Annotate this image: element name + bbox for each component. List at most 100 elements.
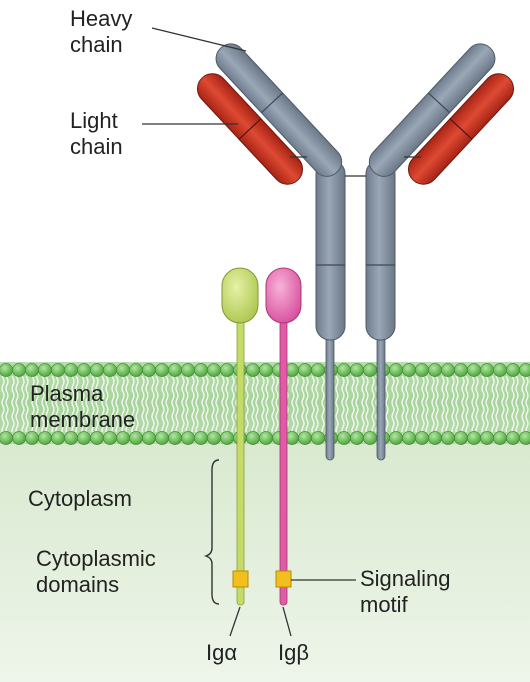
phospholipid-head xyxy=(129,363,143,377)
phospholipid-head xyxy=(129,431,143,445)
phospholipid-head xyxy=(467,363,481,377)
light-chain-left xyxy=(196,73,304,185)
ig-alpha-label: Igα xyxy=(206,640,238,665)
heavy-chain-arm-left xyxy=(215,43,343,177)
phospholipid-head xyxy=(506,431,520,445)
phospholipid-head xyxy=(181,363,195,377)
phospholipid-head xyxy=(311,363,325,377)
phospholipid-head xyxy=(103,363,117,377)
phospholipid-head xyxy=(194,431,208,445)
phospholipid-head xyxy=(220,363,234,377)
membrane-inner-heads xyxy=(0,431,530,445)
cytoplasmic-domains-bracket xyxy=(203,459,220,605)
phospholipid-head xyxy=(467,431,481,445)
phospholipid-head xyxy=(77,363,91,377)
phospholipid-head xyxy=(506,363,520,377)
phospholipid-head xyxy=(207,431,221,445)
phospholipid-head xyxy=(441,363,455,377)
ig-beta-signaling-motif xyxy=(275,570,292,588)
phospholipid-head xyxy=(363,431,377,445)
phospholipid-head xyxy=(12,431,26,445)
phospholipid-head xyxy=(480,431,494,445)
phospholipid-head xyxy=(64,363,78,377)
phospholipid-head xyxy=(155,431,169,445)
phospholipid-head xyxy=(51,431,65,445)
phospholipid-head xyxy=(298,363,312,377)
heavy-chain-arm-right xyxy=(368,43,496,177)
ig-beta-chain xyxy=(265,267,302,606)
phospholipid-head xyxy=(12,363,26,377)
membrane-outer-heads xyxy=(0,363,530,377)
phospholipid-head xyxy=(25,431,39,445)
heavy-chain-transmembrane-right xyxy=(376,329,386,461)
ig-alpha-chain xyxy=(221,267,259,606)
phospholipid-head xyxy=(116,363,130,377)
phospholipid-head xyxy=(454,363,468,377)
cytoplasm-region xyxy=(0,440,530,682)
phospholipid-head xyxy=(402,431,416,445)
phospholipid-head xyxy=(311,431,325,445)
phospholipid-head xyxy=(337,431,351,445)
phospholipid-head xyxy=(155,363,169,377)
phospholipid-head xyxy=(142,431,156,445)
phospholipid-head xyxy=(428,363,442,377)
heavy-chain-leader xyxy=(151,27,247,52)
phospholipid-head xyxy=(246,431,260,445)
phospholipid-head xyxy=(519,431,530,445)
phospholipid-head xyxy=(38,363,52,377)
phospholipid-head xyxy=(103,431,117,445)
phospholipid-head xyxy=(389,431,403,445)
light-chain-right xyxy=(407,73,515,185)
ig-alpha-signaling-motif xyxy=(232,570,249,588)
ig-beta-label: Igβ xyxy=(278,640,310,665)
phospholipid-head xyxy=(207,363,221,377)
phospholipid-head xyxy=(415,431,429,445)
heavy-chain-stem-left xyxy=(315,159,346,341)
phospholipid-head xyxy=(337,363,351,377)
phospholipid-head xyxy=(168,431,182,445)
phospholipid-head xyxy=(181,431,195,445)
phospholipid-head xyxy=(90,431,104,445)
phospholipid-head xyxy=(363,363,377,377)
heavy-chain-stem-right xyxy=(365,159,396,341)
phospholipid-head xyxy=(38,431,52,445)
phospholipid-head xyxy=(0,363,13,377)
phospholipid-head xyxy=(194,363,208,377)
phospholipid-head xyxy=(454,431,468,445)
phospholipid-head xyxy=(415,363,429,377)
phospholipid-head xyxy=(0,431,13,445)
phospholipid-head xyxy=(350,363,364,377)
phospholipid-head xyxy=(519,363,530,377)
phospholipid-head xyxy=(25,363,39,377)
phospholipid-head xyxy=(220,431,234,445)
heavy-chain-transmembrane-left xyxy=(325,329,335,461)
phospholipid-head xyxy=(402,363,416,377)
phospholipid-head xyxy=(259,431,273,445)
phospholipid-head xyxy=(246,363,260,377)
phospholipid-head xyxy=(77,431,91,445)
phospholipid-head xyxy=(64,431,78,445)
phospholipid-head xyxy=(428,431,442,445)
phospholipid-head xyxy=(142,363,156,377)
phospholipid-head xyxy=(298,431,312,445)
phospholipid-head xyxy=(480,363,494,377)
phospholipid-head xyxy=(116,431,130,445)
phospholipid-head xyxy=(259,363,273,377)
phospholipid-head xyxy=(493,363,507,377)
phospholipid-head xyxy=(493,431,507,445)
ig-beta-leader xyxy=(282,606,292,637)
phospholipid-head xyxy=(168,363,182,377)
cytoplasm-label: Cytoplasm xyxy=(28,486,132,511)
phospholipid-head xyxy=(441,431,455,445)
ig-alpha-leader xyxy=(229,606,241,637)
phospholipid-head xyxy=(389,363,403,377)
phospholipid-head xyxy=(51,363,65,377)
phospholipid-head xyxy=(350,431,364,445)
